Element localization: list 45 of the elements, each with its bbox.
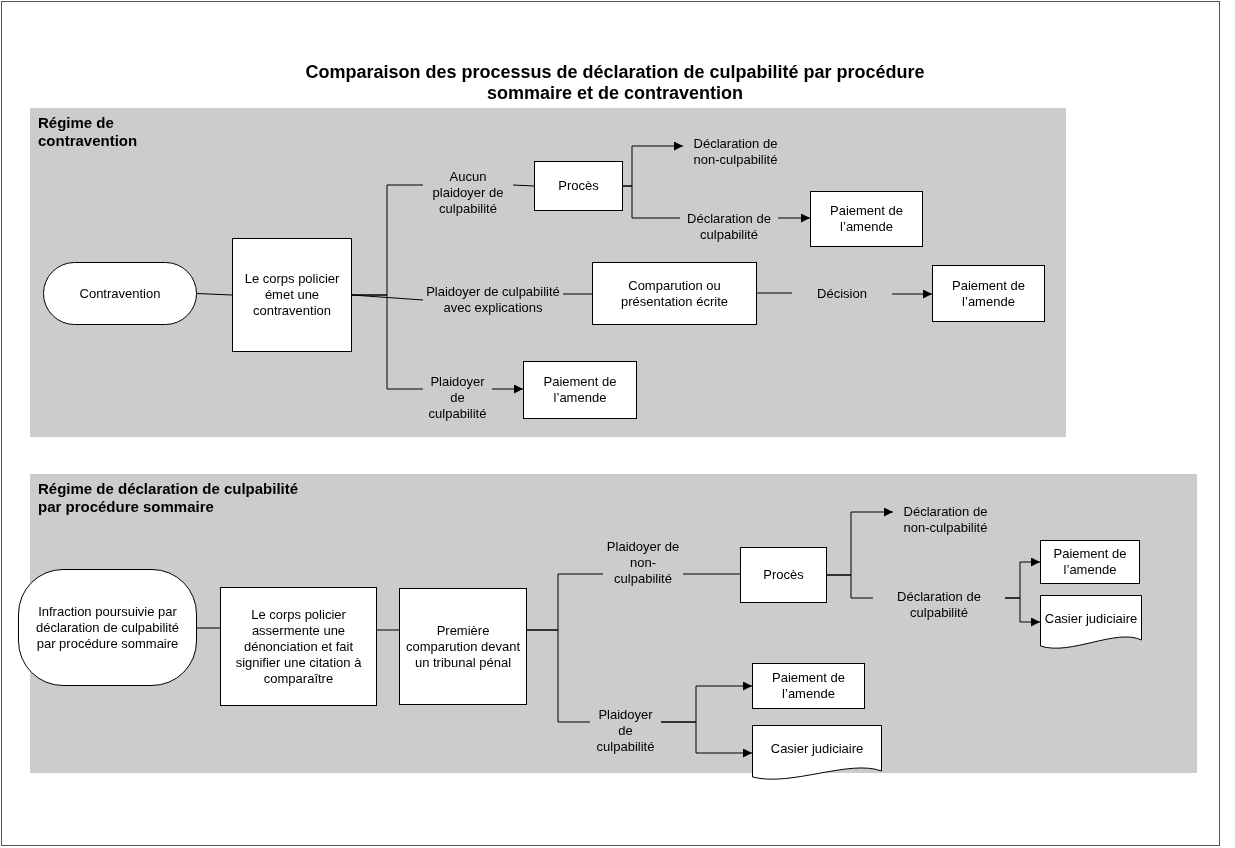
process-box: Paiement de l’amende: [752, 663, 865, 709]
process-box: Le corps policier émet une contravention: [232, 238, 352, 352]
branch-label: Déclaration de culpabilité: [680, 208, 778, 246]
swimlane-band: [30, 108, 1066, 437]
arrow: [891, 289, 933, 299]
connector-line: [622, 185, 681, 219]
connector-line: [196, 293, 233, 296]
branch-label: Déclaration de culpabilité: [873, 585, 1005, 624]
process-box: Paiement de l’amende: [932, 265, 1045, 322]
process-box: Procès: [740, 547, 827, 603]
branch-label: Déclaration de non-culpabilité: [683, 132, 788, 172]
connector-line: [196, 627, 221, 629]
branch-label: Plaidoyer de culpabilité avec explications: [423, 270, 563, 330]
process-box: Comparution ou présentation écrite: [592, 262, 757, 325]
arrow: [1004, 597, 1041, 627]
arrow: [777, 213, 811, 223]
terminal-shape: Contravention: [43, 262, 197, 325]
process-box: Paiement de l’amende: [523, 361, 637, 419]
lane-heading: Régime de déclaration de culpabilité par procédure sommaire: [38, 480, 300, 516]
connector-line: [756, 292, 793, 294]
branch-label: Décision: [792, 283, 892, 305]
branch-label: Aucun plaidoyer de culpabilité: [423, 166, 513, 220]
document-shape: Casier judiciaire: [1040, 595, 1142, 652]
lane-heading: Régime de contravention: [38, 114, 139, 150]
terminal-shape: Infraction poursuivie par déclaration de culpabilité par procédure sommaire: [18, 569, 197, 686]
connector-line: [512, 184, 535, 187]
connector-line: [376, 629, 400, 631]
connector-line: [682, 573, 741, 575]
connector-line: [826, 574, 874, 599]
connector-line: [562, 293, 593, 295]
process-box: Paiement de l’amende: [1040, 540, 1140, 584]
branch-label: Plaidoyer de culpabilité: [423, 372, 492, 424]
branch-label: Plaidoyer de non-culpabilité: [603, 536, 683, 590]
arrow: [491, 384, 524, 394]
process-box: Le corps policier assermente une dénonciation et fait signifier une citation à comparaître: [220, 587, 377, 706]
arrow: [660, 721, 753, 758]
connector-line: [526, 629, 591, 723]
process-box: Procès: [534, 161, 623, 211]
process-box: Paiement de l’amende: [810, 191, 923, 247]
diagram-title: Comparaison des processus de déclaration de culpabilité par procédure sommaire et de contravention: [304, 62, 926, 104]
document-shape: Casier judiciaire: [752, 725, 882, 783]
process-box: Première comparution devant un tribunal pénal: [399, 588, 527, 705]
branch-label: Déclaration de non-culpabilité: [893, 500, 998, 540]
connector-line: [351, 294, 424, 390]
branch-label: Plaidoyer de culpabilité: [590, 704, 661, 758]
